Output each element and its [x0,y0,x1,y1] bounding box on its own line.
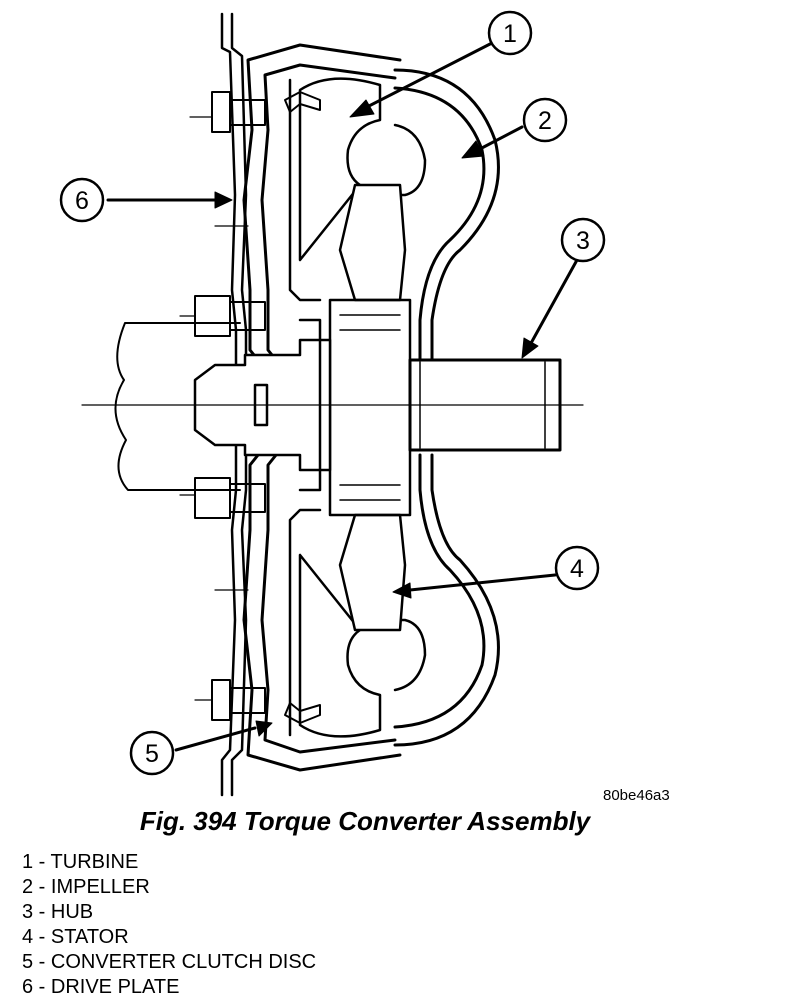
callout-1-number: 1 [503,20,517,48]
legend-item-turbine: 1 - TURBINE [22,851,139,873]
legend-item-impeller: 2 - IMPELLER [22,876,150,898]
impeller-vanes [393,123,427,692]
legend: 1 - TURBINE 2 - IMPELLER 3 - HUB 4 - STA… [22,850,316,1000]
impeller-shell [393,68,500,747]
turbine [288,77,382,738]
crankshaft [114,322,241,491]
callout-2: 2 [522,97,568,143]
callout-6-number: 6 [75,187,89,215]
callout-3: 3 [560,217,606,263]
legend-item-stator: 4 - STATOR [22,926,129,948]
callout-6: 6 [59,177,105,223]
legend-item-drive-plate: 6 - DRIVE PLATE [22,976,180,998]
leader-ticks [179,116,249,701]
callout-4: 4 [554,545,600,591]
legend-item-converter-clutch-disc: 5 - CONVERTER CLUTCH DISC [22,951,317,973]
legend-item-hub: 3 - HUB [22,901,94,923]
callout-5: 5 [129,730,175,776]
callout-2-number: 2 [538,107,552,135]
converter-clutch-disc [284,91,321,724]
callout-5-number: 5 [145,740,159,768]
callout-arrows [106,41,579,752]
callout-3-number: 3 [576,227,590,255]
image-code: 80be46a3 [603,787,670,804]
callout-1: 1 [487,10,533,56]
figure-caption: Fig. 394 Torque Converter Assembly [139,806,591,836]
stator [328,183,412,632]
torque-converter-diagram: 1 2 3 4 5 6 [59,10,606,797]
callout-4-number: 4 [570,555,584,583]
